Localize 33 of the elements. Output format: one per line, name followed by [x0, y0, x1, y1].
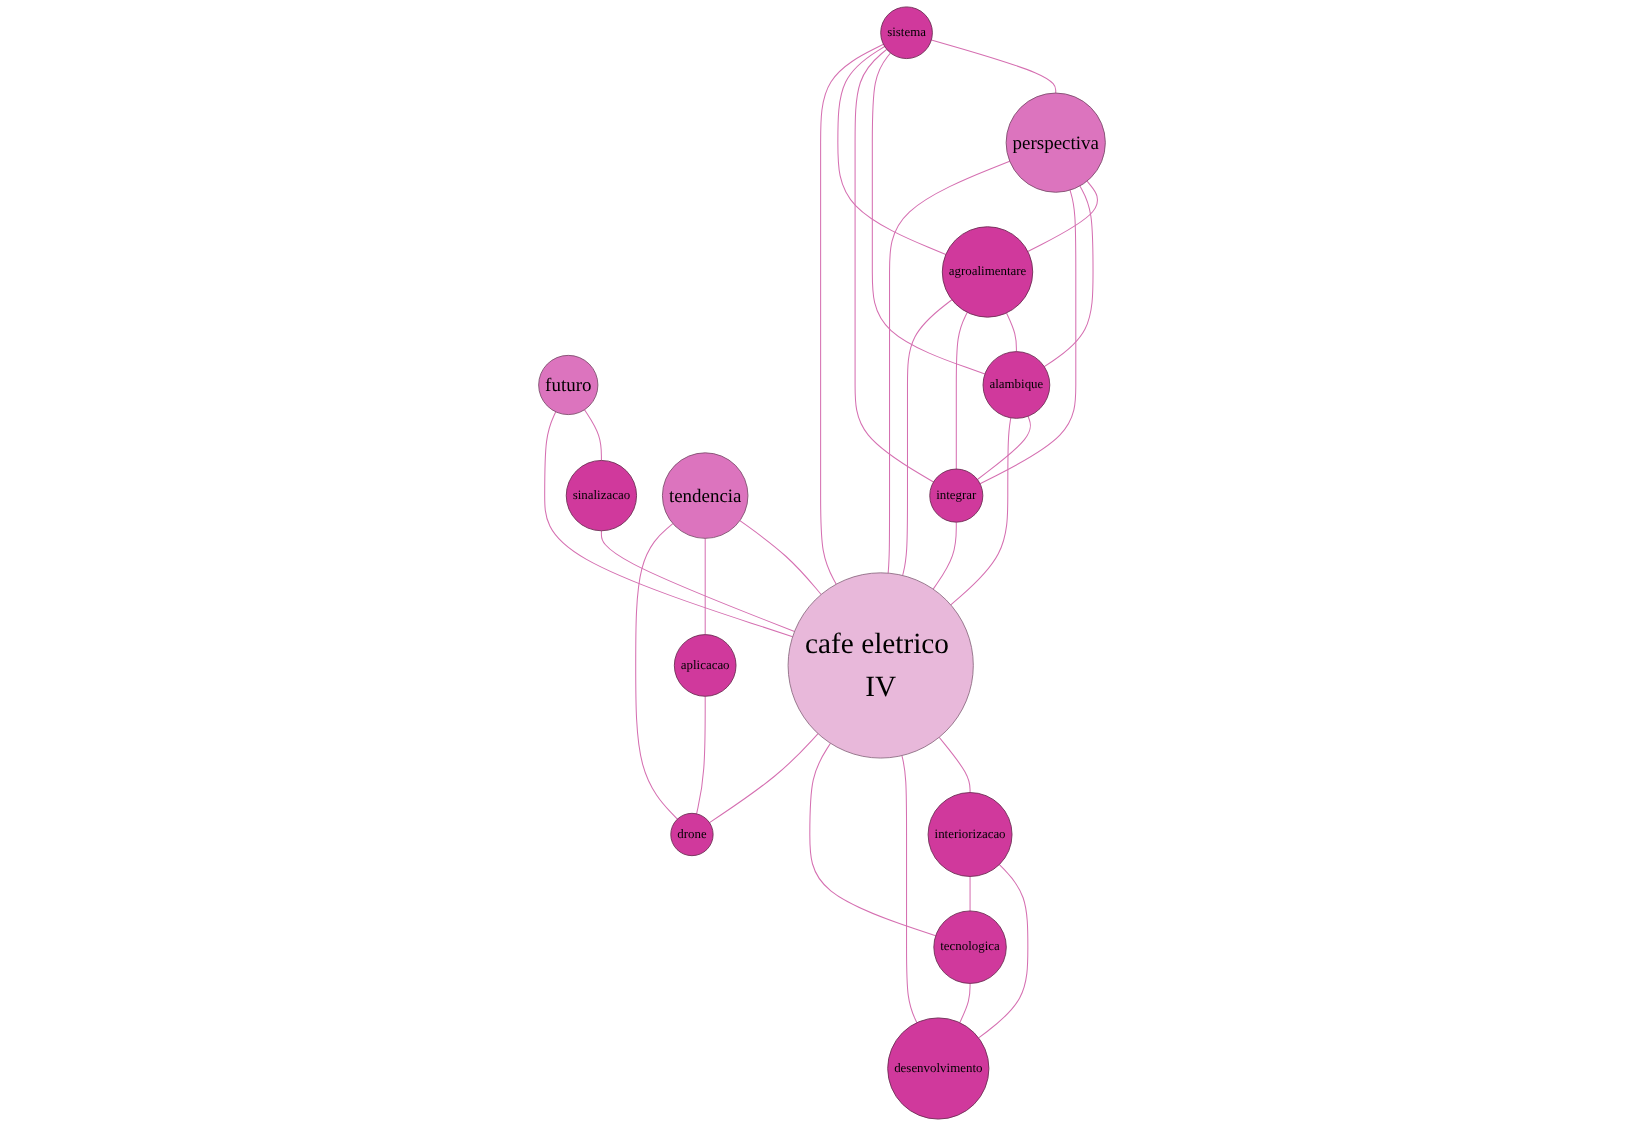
- node-circle: perspectiva: [1005, 92, 1106, 193]
- connector: [696, 695, 706, 815]
- connector: [739, 520, 822, 596]
- connector: [969, 875, 971, 912]
- connector: [938, 736, 971, 794]
- connector: [704, 537, 706, 636]
- connector: [959, 982, 971, 1024]
- connector: [950, 417, 1012, 606]
- connector: [837, 45, 947, 256]
- connector: [809, 742, 937, 937]
- connector: [854, 48, 934, 483]
- connector: [901, 755, 918, 1024]
- connector: [635, 523, 678, 820]
- connector: [932, 521, 957, 590]
- connector: [930, 39, 1057, 94]
- connector: [976, 415, 1032, 481]
- node-circle: cafe eletrico IV: [787, 572, 974, 759]
- connector: [600, 530, 796, 633]
- connector: [584, 409, 602, 461]
- connector: [820, 43, 884, 585]
- connector: [979, 189, 1077, 485]
- connector: [887, 160, 1011, 574]
- connector: [871, 52, 986, 375]
- connector: [1043, 185, 1094, 368]
- connector: [1006, 312, 1017, 353]
- connector: [1027, 180, 1098, 252]
- connector: [709, 733, 819, 824]
- connector: [544, 411, 794, 638]
- connector: [902, 299, 953, 576]
- connector: [978, 864, 1029, 1039]
- node-circle: tendencia: [662, 452, 749, 539]
- node-circle: futuro: [538, 354, 599, 416]
- connector: [955, 311, 968, 470]
